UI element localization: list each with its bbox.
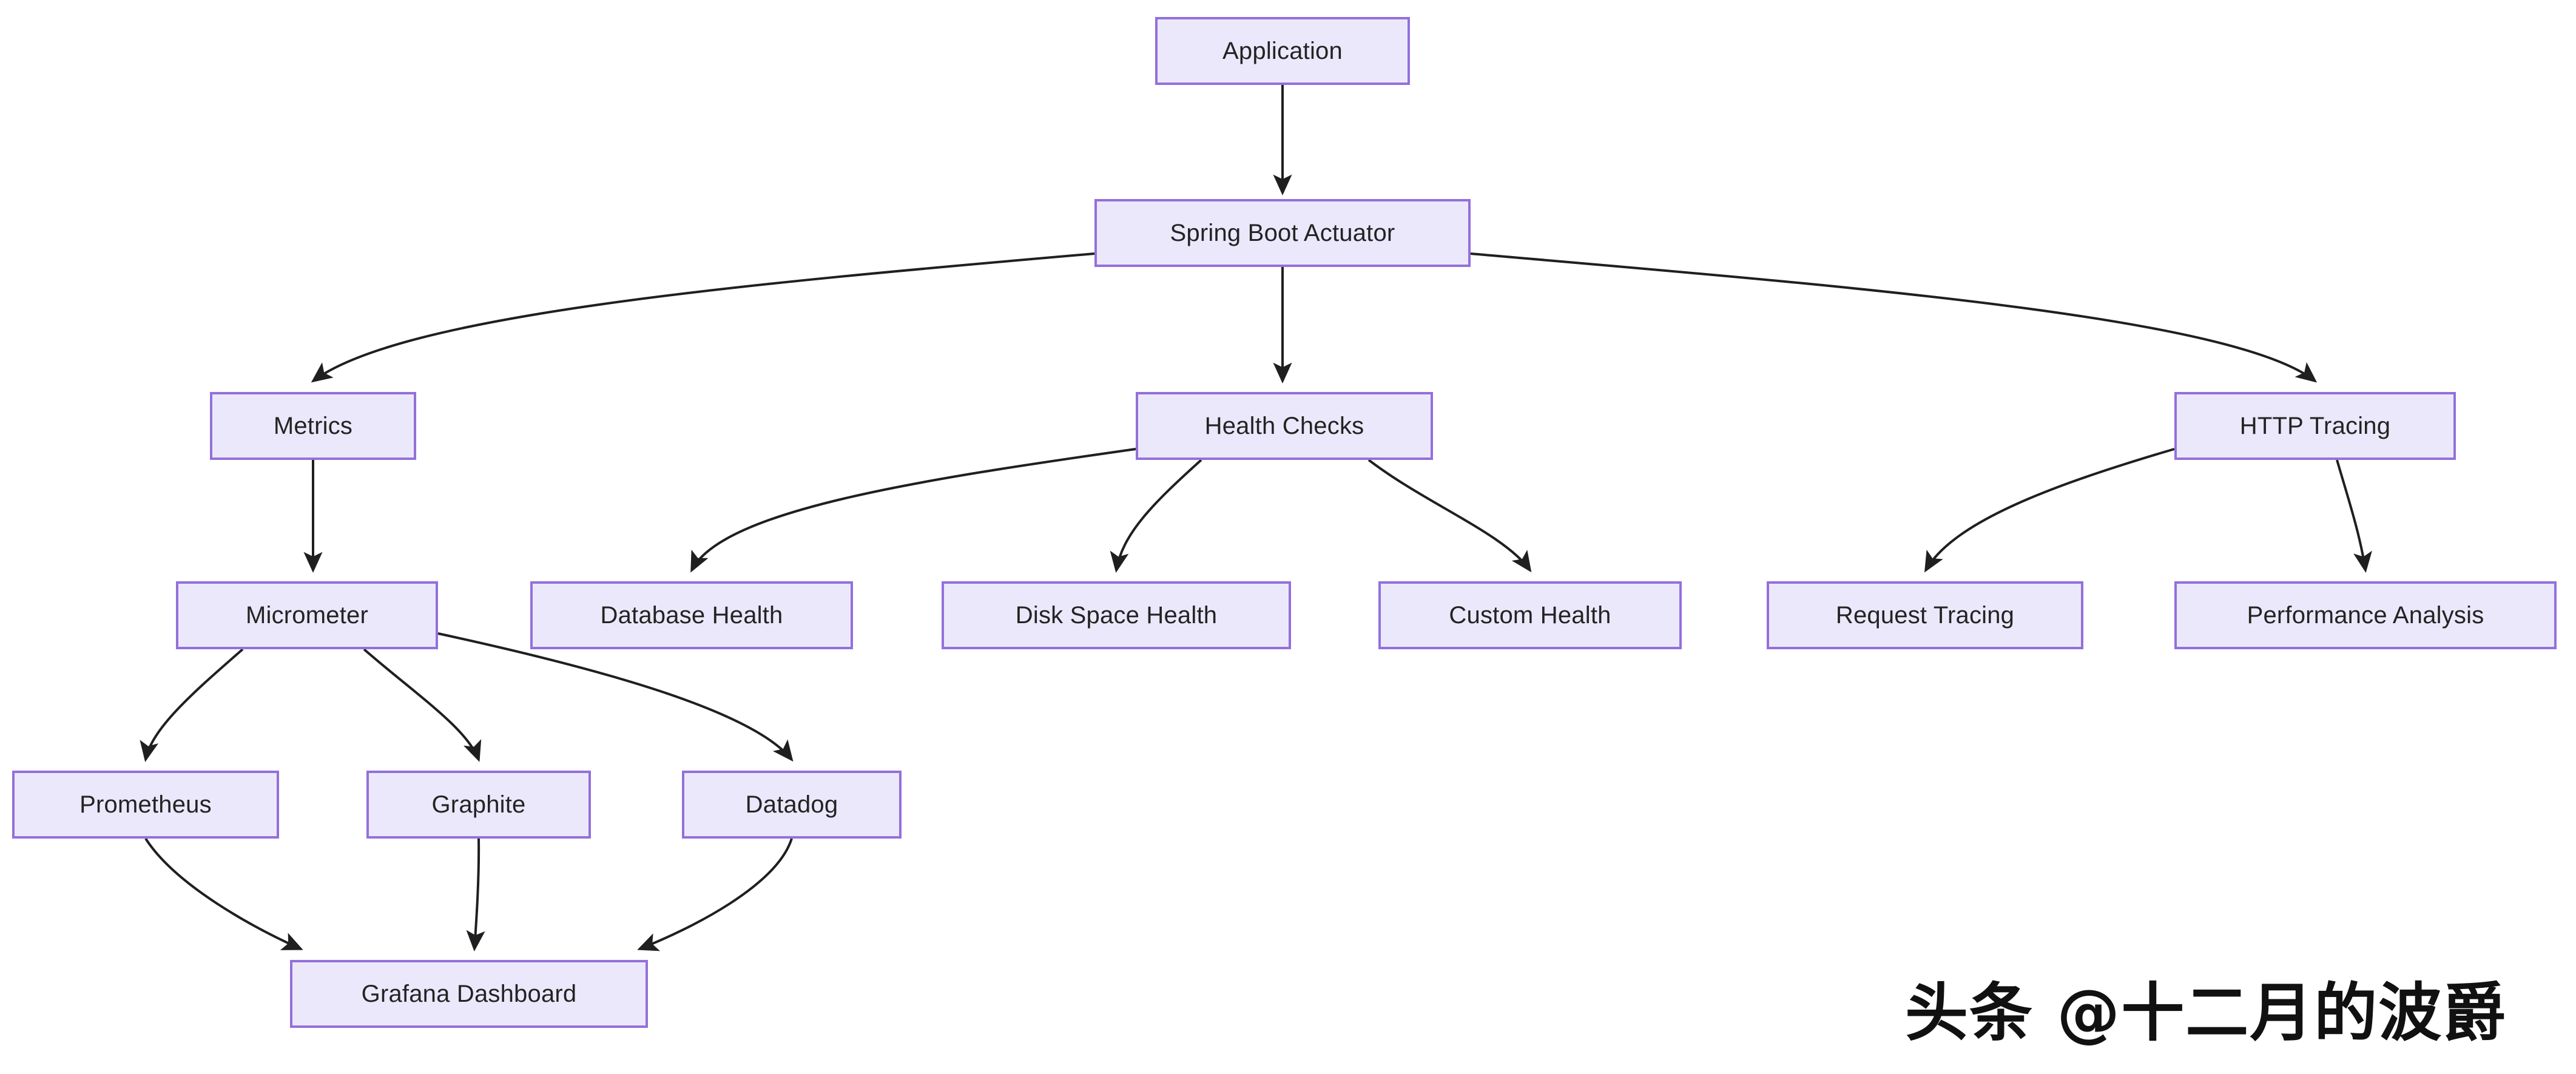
node-application[interactable]: Application bbox=[1155, 17, 1410, 85]
node-grafana-dashboard[interactable]: Grafana Dashboard bbox=[290, 960, 648, 1028]
node-label-prometheus: Prometheus bbox=[79, 791, 212, 818]
node-label-disk-space-health: Disk Space Health bbox=[1015, 602, 1218, 629]
node-label-http-tracing: HTTP Tracing bbox=[2239, 413, 2391, 439]
edge-prometheus-to-grafana-dashboard bbox=[144, 837, 303, 950]
edge-health-checks-to-disk-space-health bbox=[1110, 459, 1202, 573]
node-spring-boot-actuator[interactable]: Spring Boot Actuator bbox=[1094, 199, 1471, 267]
node-label-custom-health: Custom Health bbox=[1449, 602, 1611, 629]
node-label-health-checks: Health Checks bbox=[1204, 413, 1364, 439]
node-request-tracing[interactable]: Request Tracing bbox=[1767, 581, 2083, 649]
node-datadog[interactable]: Datadog bbox=[682, 771, 902, 839]
node-disk-space-health[interactable]: Disk Space Health bbox=[942, 581, 1291, 649]
edge-http-tracing-to-performance-analysis bbox=[2336, 459, 2372, 573]
edge-micrometer-to-datadog bbox=[437, 632, 794, 762]
node-label-performance-analysis: Performance Analysis bbox=[2247, 602, 2484, 629]
node-custom-health[interactable]: Custom Health bbox=[1378, 581, 1682, 649]
node-label-grafana-dashboard: Grafana Dashboard bbox=[361, 981, 577, 1007]
node-label-micrometer: Micrometer bbox=[245, 602, 369, 629]
node-metrics[interactable]: Metrics bbox=[210, 392, 416, 460]
edge-health-checks-to-database-health bbox=[690, 448, 1136, 573]
node-label-database-health: Database Health bbox=[600, 602, 783, 629]
node-graphite[interactable]: Graphite bbox=[366, 771, 591, 839]
node-micrometer[interactable]: Micrometer bbox=[176, 581, 438, 649]
node-label-metrics: Metrics bbox=[273, 413, 353, 439]
edge-http-tracing-to-request-tracing bbox=[1924, 448, 2175, 573]
node-prometheus[interactable]: Prometheus bbox=[12, 771, 279, 839]
node-label-request-tracing: Request Tracing bbox=[1835, 602, 2015, 629]
node-performance-analysis[interactable]: Performance Analysis bbox=[2174, 581, 2557, 649]
edge-health-checks-to-custom-health bbox=[1367, 459, 1532, 573]
node-label-spring-boot-actuator: Spring Boot Actuator bbox=[1170, 220, 1395, 246]
node-label-application: Application bbox=[1222, 38, 1343, 64]
node-database-health[interactable]: Database Health bbox=[530, 581, 853, 649]
node-label-graphite: Graphite bbox=[431, 791, 526, 818]
edge-spring-boot-actuator-to-metrics bbox=[311, 252, 1095, 383]
edge-paths bbox=[140, 85, 2372, 951]
node-health-checks[interactable]: Health Checks bbox=[1136, 392, 1433, 460]
node-label-datadog: Datadog bbox=[745, 791, 838, 818]
node-http-tracing[interactable]: HTTP Tracing bbox=[2174, 392, 2456, 460]
edge-graphite-to-grafana-dashboard bbox=[466, 838, 485, 951]
watermark-text: 头条 @十二月的波爵 bbox=[1905, 976, 2507, 1050]
edge-micrometer-to-prometheus bbox=[140, 648, 244, 762]
edge-micrometer-to-graphite bbox=[363, 648, 482, 762]
edge-datadog-to-grafana-dashboard bbox=[637, 838, 793, 951]
edge-spring-boot-actuator-to-http-tracing bbox=[1470, 252, 2318, 383]
